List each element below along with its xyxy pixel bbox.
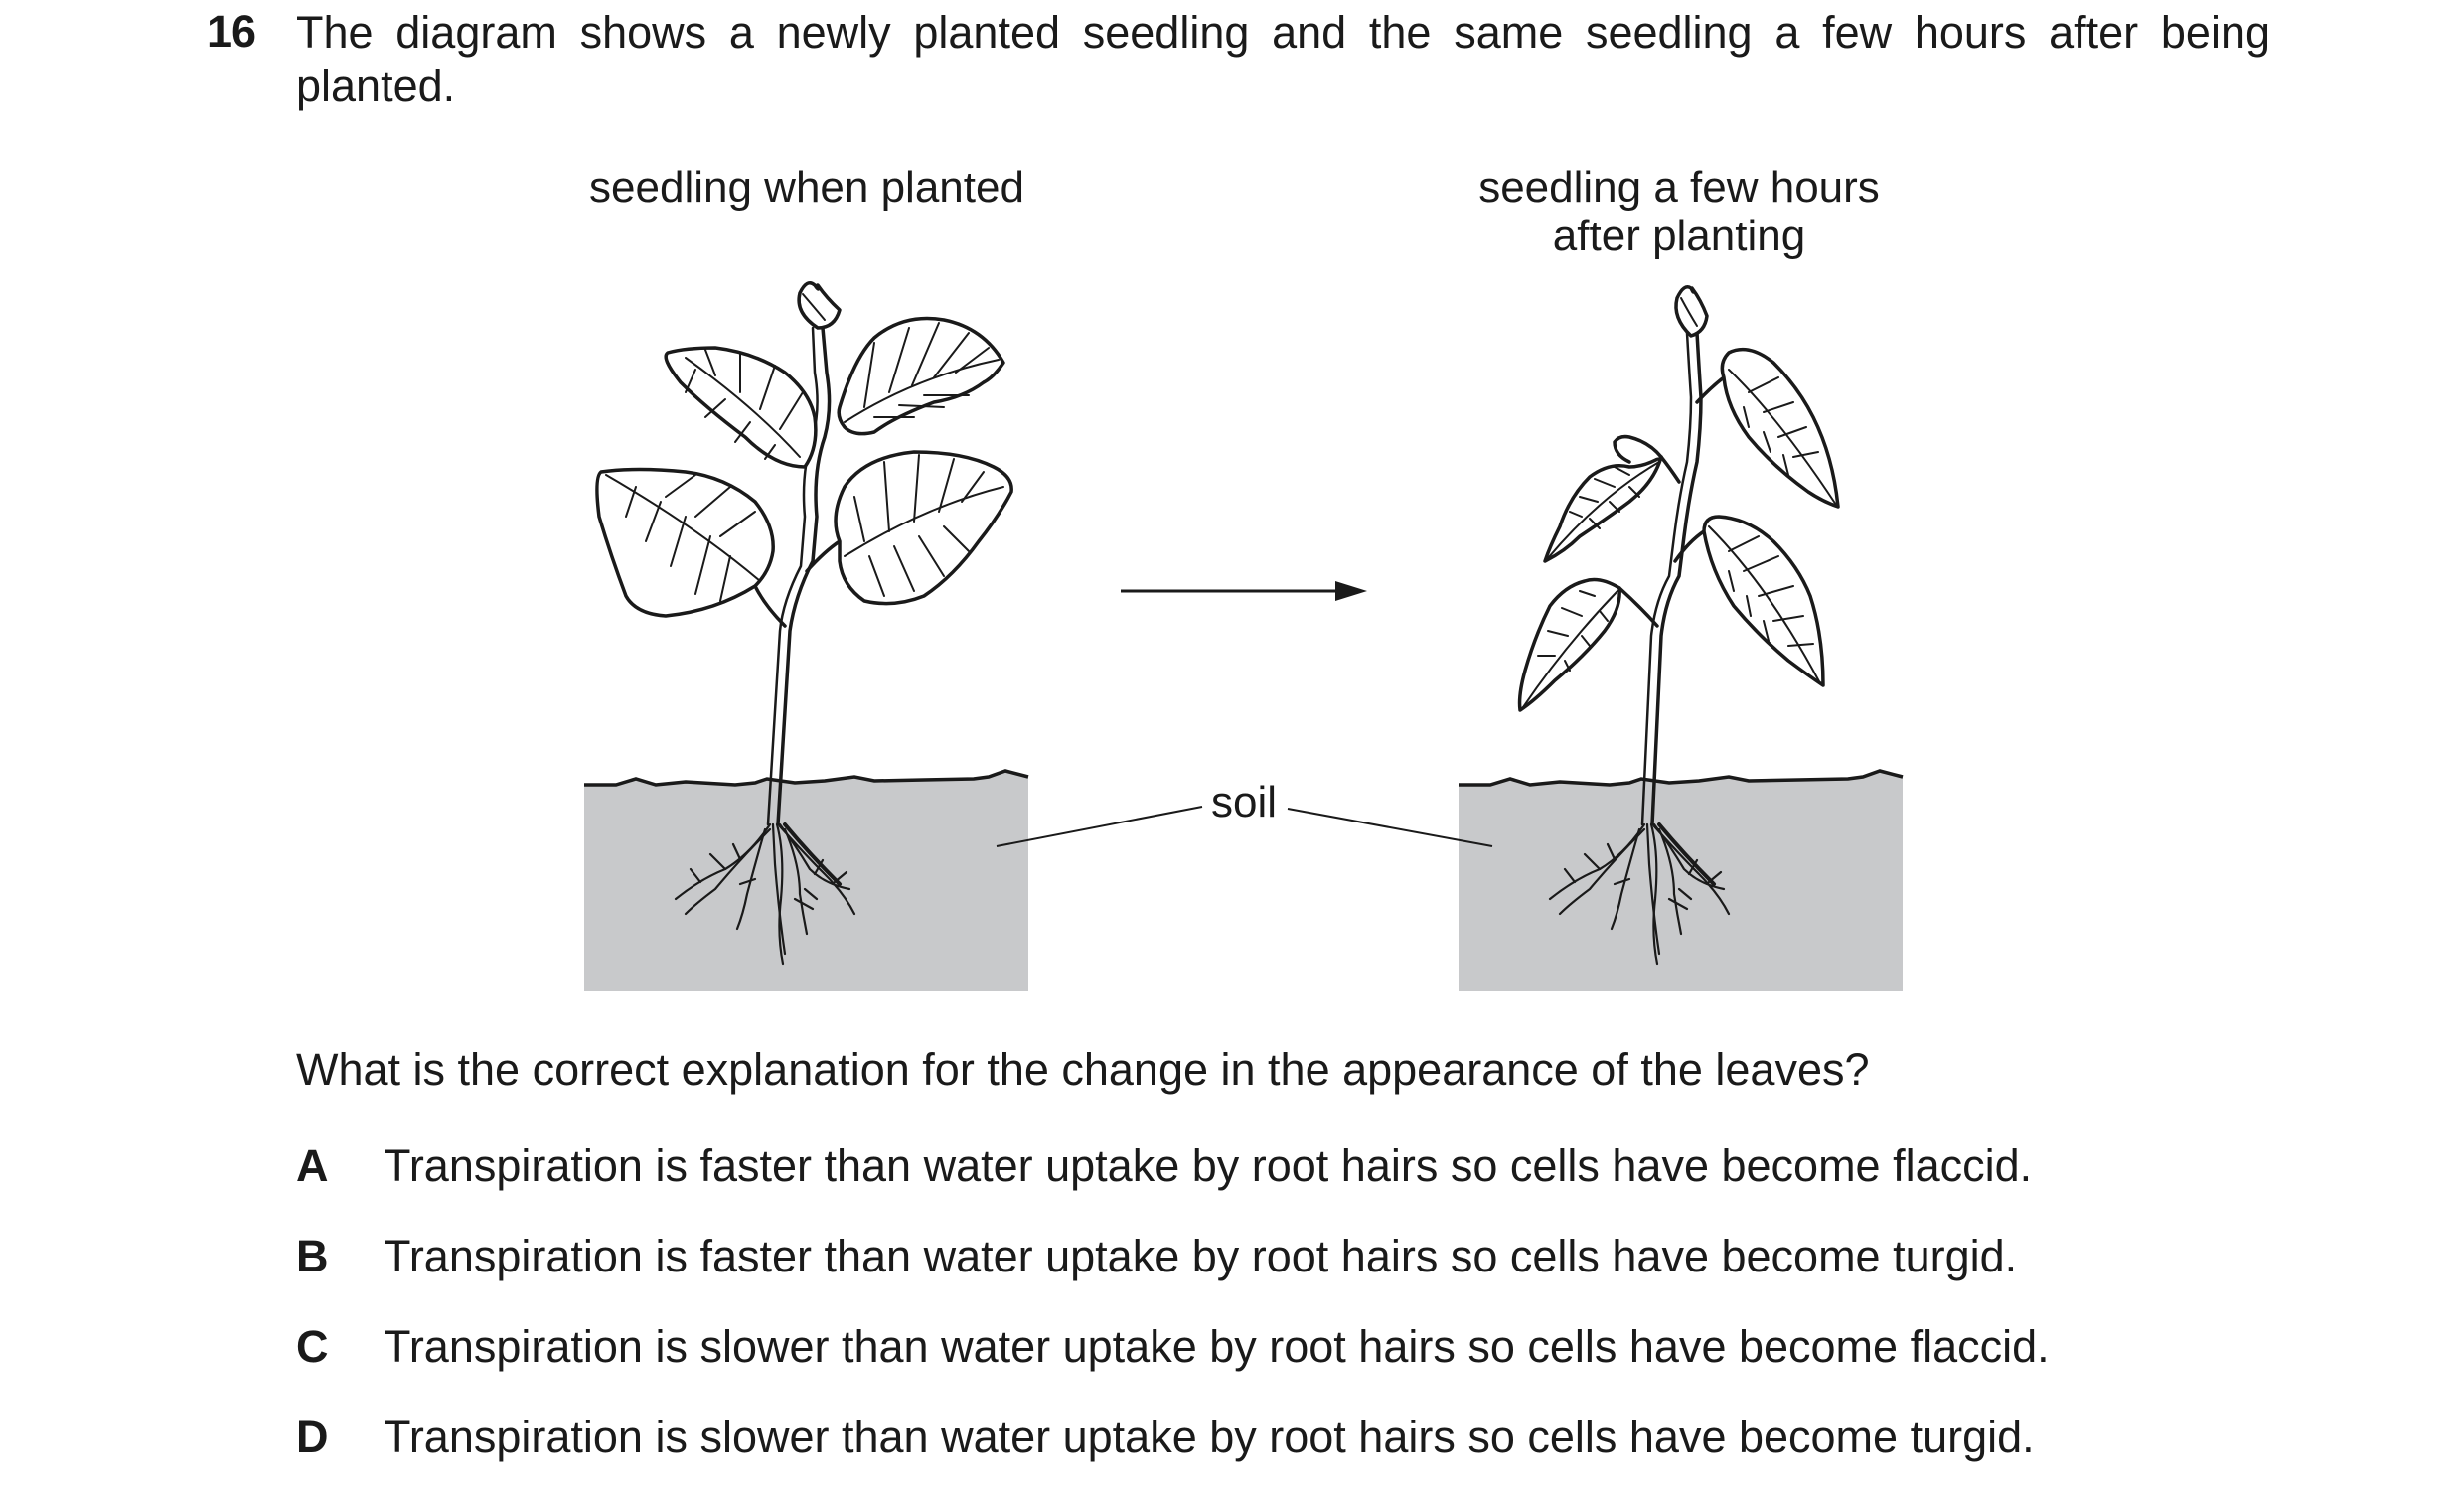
soil-right	[1459, 769, 1904, 991]
option-d[interactable]: D Transpiration is slower than water upta…	[296, 1411, 2035, 1464]
option-text: Transpiration is faster than water uptak…	[384, 1231, 2018, 1281]
seedling-wilted	[1517, 285, 1840, 966]
option-letter: A	[296, 1140, 329, 1191]
arrow-icon	[1121, 581, 1367, 601]
label-soil: soil	[1211, 778, 1277, 826]
soil-leader-right	[1287, 808, 1493, 847]
option-text: Transpiration is faster than water uptak…	[384, 1140, 2033, 1191]
question-prompt: What is the correct explanation for the …	[296, 1044, 1870, 1095]
option-text: Transpiration is slower than water uptak…	[384, 1321, 2050, 1372]
soil-left	[584, 769, 1029, 991]
seedling-healthy	[595, 281, 1013, 966]
option-c[interactable]: C Transpiration is slower than water upta…	[296, 1320, 2050, 1374]
label-seedling-when-planted: seedling when planted	[589, 163, 1024, 212]
label-seedling-after-planting-line2: after planting	[1553, 212, 1805, 260]
option-a[interactable]: A Transpiration is faster than water upta…	[296, 1139, 2032, 1193]
option-letter: B	[296, 1231, 329, 1281]
soil-leader-left	[996, 806, 1203, 847]
question-number: 16	[207, 6, 257, 57]
option-letter: C	[296, 1321, 329, 1372]
question-stem: The diagram shows a newly planted seedli…	[296, 7, 2270, 111]
option-letter: D	[296, 1412, 329, 1462]
option-text: Transpiration is slower than water uptak…	[384, 1412, 2035, 1462]
label-seedling-after-planting-line1: seedling a few hours	[1478, 163, 1880, 212]
option-b[interactable]: B Transpiration is faster than water upta…	[296, 1230, 2017, 1283]
